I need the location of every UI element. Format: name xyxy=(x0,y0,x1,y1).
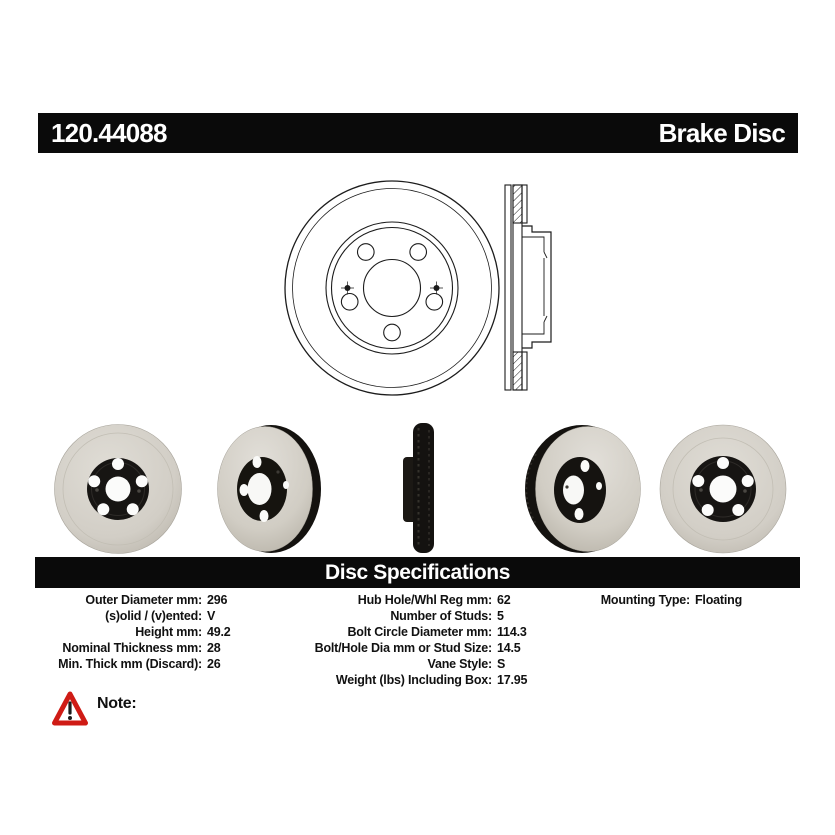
rotor-photo-front xyxy=(54,424,182,554)
spec-row: Min. Thick mm (Discard): 26 xyxy=(18,656,231,672)
spec-row: Weight (lbs) Including Box: 17.95 xyxy=(278,672,528,688)
note-label: Note: xyxy=(97,695,137,712)
spec-column-mounting: Mounting Type: Floating xyxy=(540,592,743,608)
spec-row: Mounting Type: Floating xyxy=(540,592,743,608)
spec-row: Height mm: 49.2 xyxy=(18,624,231,640)
spec-column-dimensions: Outer Diameter mm:296(s)olid / (v)ented:… xyxy=(18,592,231,672)
spec-label: Weight (lbs) Including Box: xyxy=(335,673,492,687)
side-view-drawing xyxy=(504,184,552,391)
spec-label: Outer Diameter mm: xyxy=(85,593,202,607)
spec-label: Number of Studs: xyxy=(390,609,492,623)
rotor-photo-edge xyxy=(403,423,434,553)
stud-holes xyxy=(692,457,754,516)
spec-value: Floating xyxy=(695,593,743,607)
front-view-drawing xyxy=(284,180,500,396)
stud-holes xyxy=(239,456,289,522)
spec-label: Hub Hole/Whl Reg mm: xyxy=(357,593,492,607)
spec-value: 17.95 xyxy=(497,673,528,687)
spec-value: S xyxy=(497,657,506,671)
spec-row: Outer Diameter mm: 296 xyxy=(18,592,231,608)
spec-label: Bolt Circle Diameter mm: xyxy=(347,625,492,639)
spec-row: Vane Style: S xyxy=(278,656,527,672)
spec-row: Bolt Circle Diameter mm: 114.3 xyxy=(278,624,527,640)
spec-value: 49.2 xyxy=(207,625,231,639)
spec-label: Mounting Type: xyxy=(600,593,691,607)
spec-label: Vane Style: xyxy=(427,657,493,671)
spec-value: 296 xyxy=(207,593,228,607)
spec-title: Disc Specifications xyxy=(325,560,510,584)
spec-value: 62 xyxy=(497,593,511,607)
spec-label: Nominal Thickness mm: xyxy=(62,641,202,655)
stud-holes xyxy=(88,458,148,516)
spec-row: Number of Studs: 5 xyxy=(278,608,527,624)
spec-label: (s)olid / (v)ented: xyxy=(105,609,202,623)
stud-holes xyxy=(574,460,602,520)
set-screw-holes xyxy=(341,281,443,295)
spec-row: Hub Hole/Whl Reg mm: 62 xyxy=(278,592,527,608)
spec-row: Bolt/Hole Dia mm or Stud Size: 14.5 xyxy=(278,640,527,656)
spec-label: Bolt/Hole Dia mm or Stud Size: xyxy=(314,641,493,655)
rotor-photo-angled-left xyxy=(525,425,641,553)
spec-value: 26 xyxy=(207,657,221,671)
spec-value: 114.3 xyxy=(497,625,527,639)
warning-triangle-icon xyxy=(52,691,88,726)
header-bar: 120.44088 Brake Disc xyxy=(38,113,798,153)
part-number: 120.44088 xyxy=(51,117,168,148)
rotor-photo-angled-right xyxy=(217,425,321,553)
spec-value: 5 xyxy=(497,609,504,623)
product-name: Brake Disc xyxy=(658,117,786,148)
spec-row: Nominal Thickness mm: 28 xyxy=(18,640,231,656)
spec-section-bar: Disc Specifications xyxy=(35,557,800,588)
rotor-photo-rear xyxy=(659,424,787,554)
technical-drawing xyxy=(284,180,552,396)
spec-label: Min. Thick mm (Discard): xyxy=(58,657,202,671)
bolt-holes xyxy=(340,243,444,342)
spec-row: (s)olid / (v)ented: V xyxy=(18,608,231,624)
spec-value: 14.5 xyxy=(497,641,521,655)
spec-value: 28 xyxy=(207,641,221,655)
spec-label: Height mm: xyxy=(135,625,202,639)
spec-value: V xyxy=(207,609,216,623)
